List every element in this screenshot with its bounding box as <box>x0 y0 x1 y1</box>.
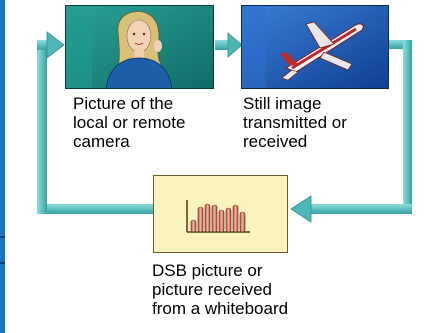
dsb-picture-panel <box>153 175 288 253</box>
still-caption-line-2: transmitted or <box>243 113 347 132</box>
still-image-caption: Still image transmitted or received <box>243 94 347 151</box>
left-accent-bar-marker <box>0 236 5 238</box>
dsb-caption-line-2: picture received <box>152 280 273 299</box>
arrow-dsb-to-camera <box>37 31 153 214</box>
left-accent-bar <box>0 0 5 333</box>
arrow-still-to-dsb <box>290 40 412 223</box>
dsb-caption-line-3: from a whiteboard <box>152 299 289 318</box>
dsb-caption: DSB picture or picture received from a w… <box>152 261 288 318</box>
camera-caption-line-2: local or remote <box>73 113 186 132</box>
camera-caption-line-1: Picture of the <box>73 94 174 113</box>
airplane-icon <box>242 6 388 88</box>
person-portrait-icon <box>66 6 213 88</box>
dsb-caption-line-1: DSB picture or <box>152 261 263 280</box>
arrow-camera-to-still <box>215 32 243 58</box>
still-caption-line-3: received <box>243 132 308 151</box>
still-caption-line-1: Still image <box>243 94 322 113</box>
camera-caption: Picture of the local or remote camera <box>73 94 185 151</box>
camera-picture-panel <box>65 5 214 89</box>
left-accent-bar-marker <box>0 262 5 264</box>
camera-caption-line-3: camera <box>73 132 130 151</box>
bar-chart-icon <box>154 176 287 252</box>
still-image-panel <box>241 5 389 89</box>
